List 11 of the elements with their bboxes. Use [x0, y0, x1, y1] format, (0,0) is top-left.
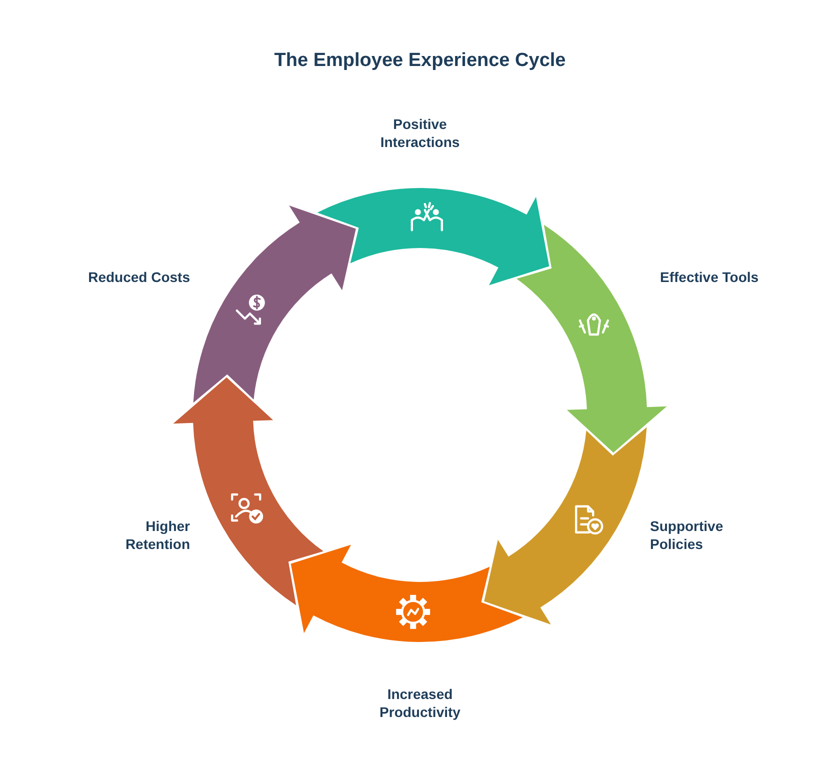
arrow-segment [193, 206, 356, 403]
arrow-segment [290, 544, 523, 642]
stage-label: Supportive Policies [650, 517, 724, 553]
stage-label: Effective Tools [660, 268, 760, 286]
stage-label: Reduced Costs [87, 268, 190, 286]
arrow-segment [317, 188, 550, 286]
stage-label: Higher Retention [124, 517, 190, 553]
diagram-title: The Employee Experience Cycle [273, 50, 567, 72]
stage-label: Positive Interactions [379, 115, 461, 151]
arrow-segment [484, 427, 647, 624]
stage-label: Increased Productivity [378, 685, 462, 721]
